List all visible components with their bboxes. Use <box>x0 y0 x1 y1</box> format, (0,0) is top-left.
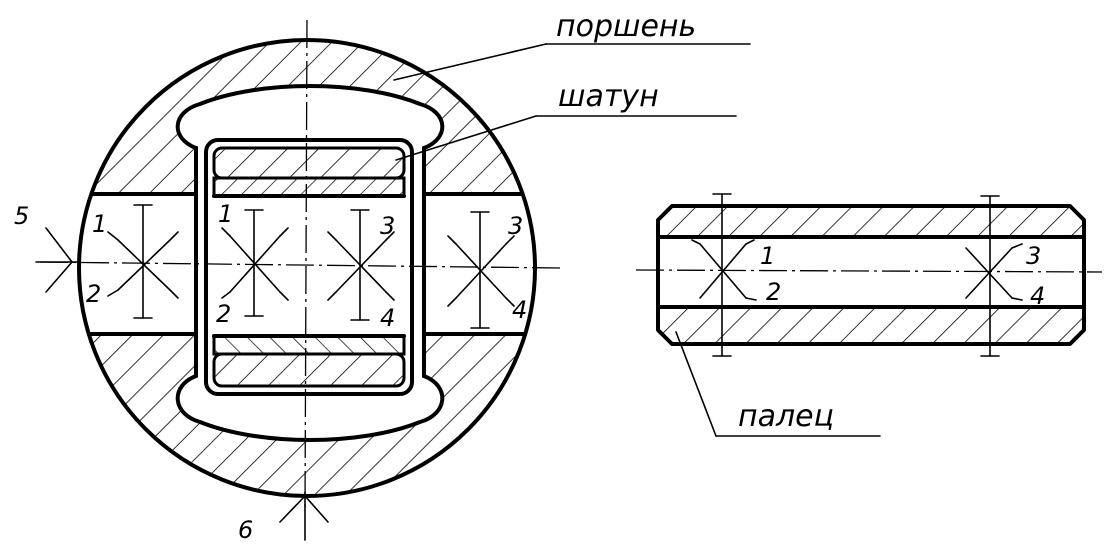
point-label-2-rod: 2 <box>216 300 231 328</box>
point-label-2-bore: 2 <box>86 280 101 308</box>
conrod-upper <box>212 146 406 180</box>
label-conrod: шатун <box>558 79 659 114</box>
bushing-bottom <box>212 334 406 356</box>
marker-rod-right <box>327 209 395 321</box>
marker-pin-left <box>691 193 757 357</box>
marker-bore-right <box>447 211 515 329</box>
pin-section <box>656 204 1086 346</box>
measure-markers-pin <box>691 193 1023 357</box>
point-label-1-bore: 1 <box>92 210 107 238</box>
point-label-1-pin: 1 <box>760 242 775 270</box>
point-label-1-rod: 1 <box>218 200 233 228</box>
leader-pin <box>675 331 881 437</box>
conrod-frame <box>204 138 414 396</box>
point-label-4-bore: 4 <box>512 296 527 324</box>
marker-bore-left <box>107 204 179 319</box>
measure-markers-left <box>35 204 515 541</box>
point-label-4-rod: 4 <box>380 304 395 332</box>
point-label-3-pin: 3 <box>1026 242 1041 270</box>
leader-piston <box>393 43 751 81</box>
leader-conrod <box>395 115 737 161</box>
bushing-top <box>212 176 406 198</box>
center-line-horizontal-left <box>39 261 561 269</box>
conrod-lower <box>212 352 406 388</box>
marker-rod-left <box>221 209 289 317</box>
label-piston: поршень <box>556 9 696 44</box>
marker-point-5 <box>35 227 81 293</box>
point-label-5: 5 <box>14 202 29 230</box>
marker-point-6 <box>279 491 329 541</box>
conrod-section <box>204 138 414 396</box>
point-label-3-bore: 3 <box>508 212 523 240</box>
point-label-3-rod: 3 <box>380 212 395 240</box>
point-label-2-pin: 2 <box>766 278 781 306</box>
label-pin: палец <box>738 399 834 434</box>
point-label-4-pin: 4 <box>1030 282 1045 310</box>
center-line-pin <box>635 269 1103 273</box>
point-label-6: 6 <box>238 516 253 544</box>
marker-pin-right <box>965 195 1023 357</box>
